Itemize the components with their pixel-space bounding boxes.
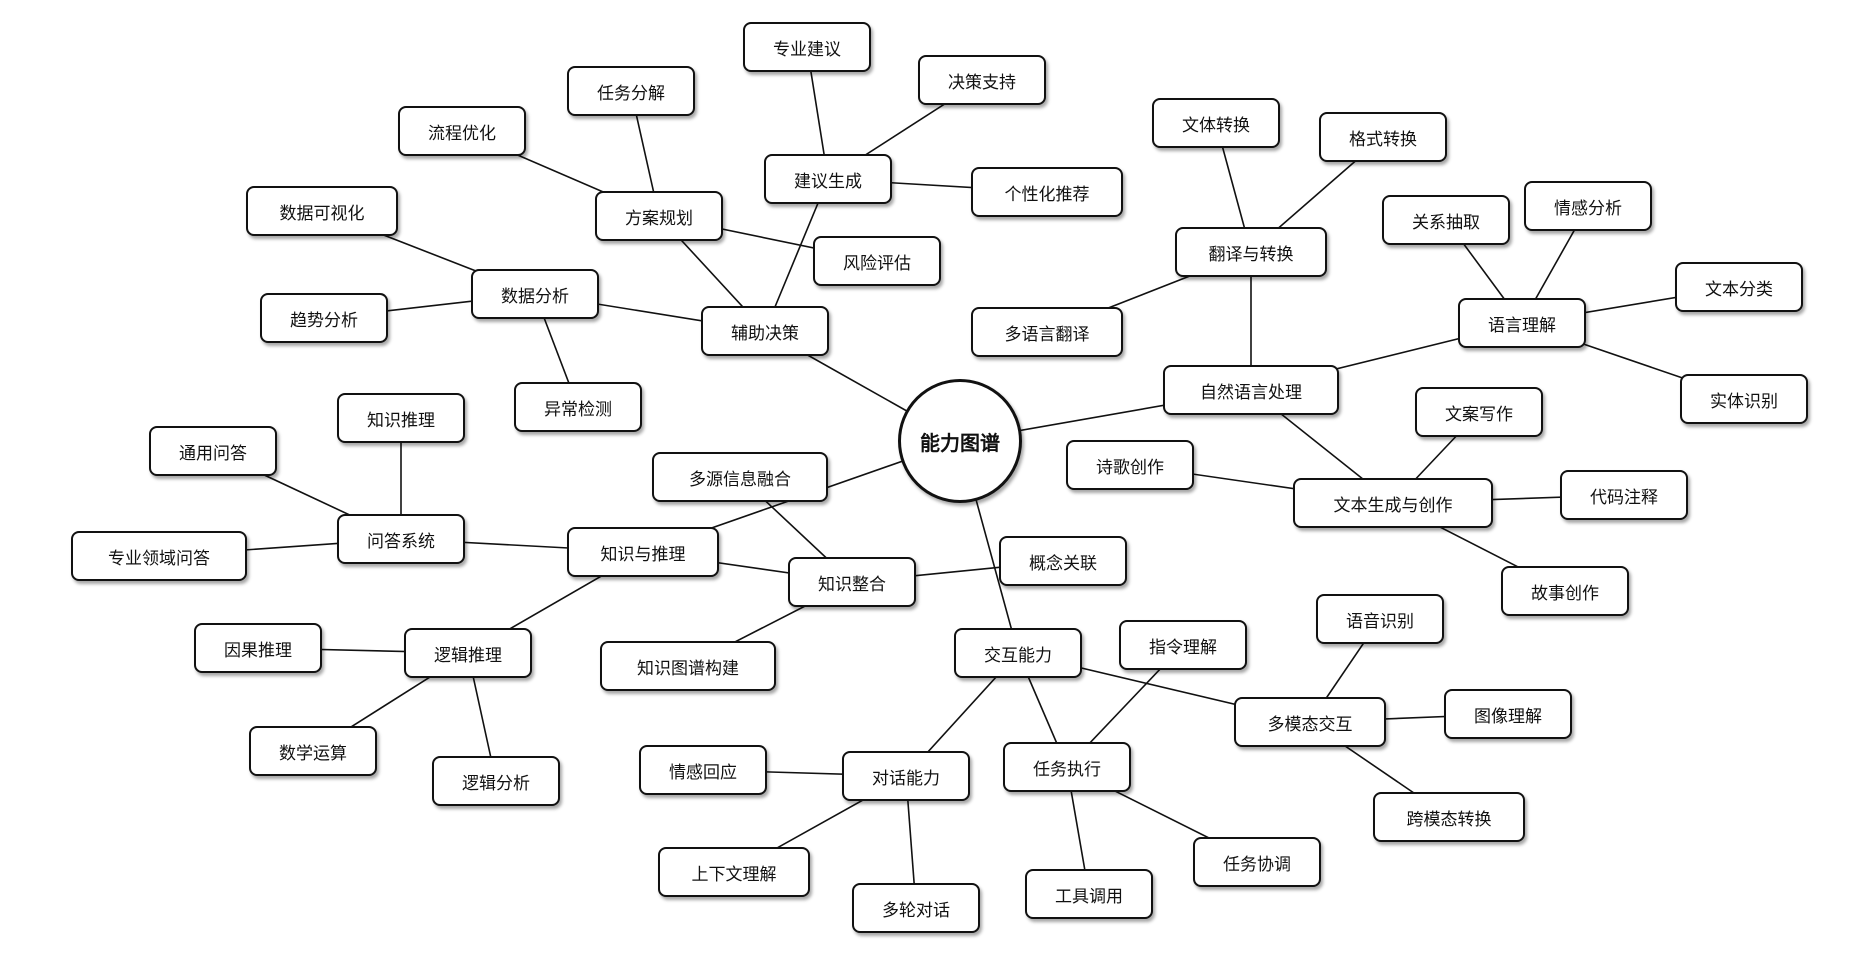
node-concept: 概念关联 <box>999 536 1127 586</box>
node-lang: 语言理解 <box>1458 298 1586 348</box>
node-interact: 交互能力 <box>954 628 1082 678</box>
node-nlp: 自然语言处理 <box>1163 365 1339 415</box>
node-image: 图像理解 <box>1444 689 1572 739</box>
edge-aux-suggest <box>764 178 829 332</box>
node-poem: 诗歌创作 <box>1066 440 1194 490</box>
node-textcls: 文本分类 <box>1675 262 1803 312</box>
node-sentiment: 情感分析 <box>1524 181 1652 231</box>
node-logican: 逻辑分析 <box>432 756 560 806</box>
node-proc: 流程优化 <box>398 106 526 156</box>
node-kreason: 知识推理 <box>337 393 465 443</box>
node-context: 上下文理解 <box>658 847 810 897</box>
node-expert: 专业建议 <box>743 22 871 72</box>
node-multiturn: 多轮对话 <box>852 883 980 933</box>
node-anomaly: 异常检测 <box>514 382 642 432</box>
node-logic: 逻辑推理 <box>404 628 532 678</box>
node-causal: 因果推理 <box>194 623 322 673</box>
node-math: 数学运算 <box>249 726 377 776</box>
node-generalqa: 通用问答 <box>149 426 277 476</box>
node-instruct: 指令理解 <box>1119 620 1247 670</box>
node-codecomment: 代码注释 <box>1560 470 1688 520</box>
node-multisrc: 多源信息融合 <box>652 452 828 502</box>
node-risk: 风险评估 <box>813 236 941 286</box>
node-plan: 方案规划 <box>595 191 723 241</box>
node-dialog: 对话能力 <box>842 751 970 801</box>
node-personal: 个性化推荐 <box>971 167 1123 217</box>
node-story: 故事创作 <box>1501 566 1629 616</box>
node-speech: 语音识别 <box>1316 594 1444 644</box>
node-decision: 决策支持 <box>918 55 1046 105</box>
node-integrate: 知识整合 <box>788 557 916 607</box>
center-node: 能力图谱 <box>898 379 1022 503</box>
node-textgen: 文本生成与创作 <box>1293 478 1493 528</box>
node-multimodal: 多模态交互 <box>1234 697 1386 747</box>
node-taskcoord: 任务协调 <box>1193 837 1321 887</box>
node-copy: 文案写作 <box>1415 387 1543 437</box>
node-data: 数据分析 <box>471 269 599 319</box>
node-domainqa: 专业领域问答 <box>71 531 247 581</box>
node-knowledge: 知识与推理 <box>567 527 719 577</box>
node-crossmodal: 跨模态转换 <box>1373 792 1525 842</box>
node-suggest: 建议生成 <box>764 154 892 204</box>
node-aux: 辅助决策 <box>701 306 829 356</box>
node-dataviz: 数据可视化 <box>246 186 398 236</box>
node-relation: 关系抽取 <box>1382 195 1510 245</box>
node-ner: 实体识别 <box>1680 374 1808 424</box>
node-tool: 工具调用 <box>1025 869 1153 919</box>
node-multilang: 多语言翻译 <box>971 307 1123 357</box>
node-style: 文体转换 <box>1152 98 1280 148</box>
node-trans: 翻译与转换 <box>1175 227 1327 277</box>
node-trend: 趋势分析 <box>260 293 388 343</box>
node-task_dec: 任务分解 <box>567 66 695 116</box>
node-format: 格式转换 <box>1319 112 1447 162</box>
node-emotion: 情感回应 <box>639 745 767 795</box>
node-taskexec: 任务执行 <box>1003 742 1131 792</box>
node-kgbuild: 知识图谱构建 <box>600 641 776 691</box>
node-qa: 问答系统 <box>337 514 465 564</box>
